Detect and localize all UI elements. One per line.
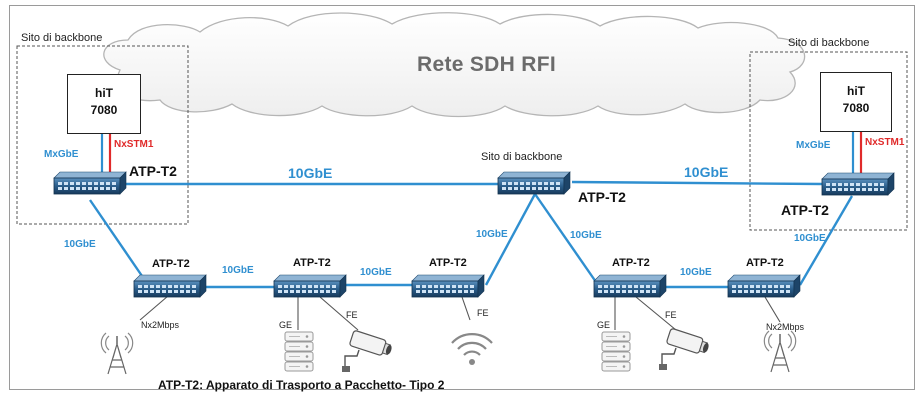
- ge-r4-label: GE: [597, 320, 611, 330]
- center-r4-link: [534, 193, 597, 283]
- nx2mbps-left-label: Nx2Mbps: [141, 320, 180, 330]
- server-r2-icon: [284, 331, 314, 372]
- r4-r5-link-label: 10GbE: [680, 267, 712, 278]
- site-label-left: Sito di backbone: [21, 32, 103, 44]
- hit-7080-right: hiT 7080: [820, 72, 892, 132]
- center-r4-link-label: 10GbE: [570, 230, 602, 241]
- mxgbe-right-label: MxGbE: [796, 140, 831, 151]
- line-nx2mbps-left: [139, 295, 169, 321]
- line-fe-r4: [635, 296, 677, 331]
- atp-r2-device: [273, 274, 347, 298]
- backbone-site-left-box: [16, 45, 189, 225]
- figure-frame: [9, 5, 915, 390]
- atp-center-label: ATP-T2: [578, 189, 626, 205]
- fe-r3-label: FE: [477, 308, 489, 318]
- hit-right-line1: hiT: [847, 84, 865, 98]
- hit-left-line1: hiT: [95, 86, 113, 100]
- radio-tower-right-icon: [763, 330, 797, 373]
- sdh-cloud: [103, 12, 806, 118]
- ge-r2-label: GE: [279, 320, 293, 330]
- atp-r5-label: ATP-T2: [746, 257, 784, 269]
- caption: ATP-T2: Apparato di Trasporto a Pacchett…: [158, 378, 445, 392]
- atp-left-device: [53, 171, 127, 195]
- atp-r5-device: [727, 274, 801, 298]
- hit-7080-left: hiT 7080: [67, 74, 141, 134]
- nxstm1-left-label: NxSTM1: [114, 139, 154, 150]
- line-nx2mbps-right: [764, 296, 781, 323]
- atp-left-label: ATP-T2: [129, 163, 177, 179]
- right-down-link: [798, 195, 854, 286]
- backbone-right-link: [571, 180, 823, 186]
- atp-right-label: ATP-T2: [781, 202, 829, 218]
- wifi-r3-icon: [450, 333, 494, 367]
- atp-center-device: [497, 171, 571, 195]
- line-fe-r3: [461, 296, 471, 321]
- backbone-right-link-label: 10GbE: [684, 164, 729, 180]
- camera-r2-icon: [341, 329, 395, 373]
- r2-r3-link-label: 10GbE: [360, 267, 392, 278]
- right-down-link-label: 10GbE: [794, 233, 826, 244]
- backbone-site-right-box: [749, 51, 908, 231]
- hit-right-line2: 7080: [842, 101, 870, 115]
- atp-r1-label: ATP-T2: [152, 258, 190, 270]
- cloud-title: Rete SDH RFI: [417, 53, 556, 76]
- fe-r2-label: FE: [346, 310, 358, 320]
- hit-left-line2: 7080: [90, 103, 118, 117]
- line-fe-r2: [319, 296, 359, 331]
- radio-tower-left-icon: [100, 332, 134, 375]
- nxstm1-right-label: NxSTM1: [865, 137, 905, 148]
- backbone-left-link-label: 10GbE: [288, 165, 333, 181]
- camera-r4-icon: [658, 327, 712, 371]
- center-r3-link: [484, 193, 537, 286]
- site-label-right: Sito di backbone: [788, 37, 870, 49]
- left-down-link-label: 10GbE: [64, 239, 96, 250]
- nx2mbps-right-label: Nx2Mbps: [766, 322, 805, 332]
- center-r3-link-label: 10GbE: [476, 229, 508, 240]
- fe-r4-label: FE: [665, 310, 677, 320]
- mxgbe-left-label: MxGbE: [44, 149, 79, 160]
- atp-r1-device: [133, 274, 207, 298]
- atp-r4-label: ATP-T2: [612, 257, 650, 269]
- atp-r2-label: ATP-T2: [293, 257, 331, 269]
- site-label-center: Sito di backbone: [481, 151, 563, 163]
- atp-r3-device: [411, 274, 485, 298]
- atp-r3-label: ATP-T2: [429, 257, 467, 269]
- r1-r2-link-label: 10GbE: [222, 265, 254, 276]
- left-down-link: [89, 199, 143, 277]
- atp-r4-device: [593, 274, 667, 298]
- server-r4-icon: [601, 331, 631, 372]
- atp-right-device: [821, 172, 895, 196]
